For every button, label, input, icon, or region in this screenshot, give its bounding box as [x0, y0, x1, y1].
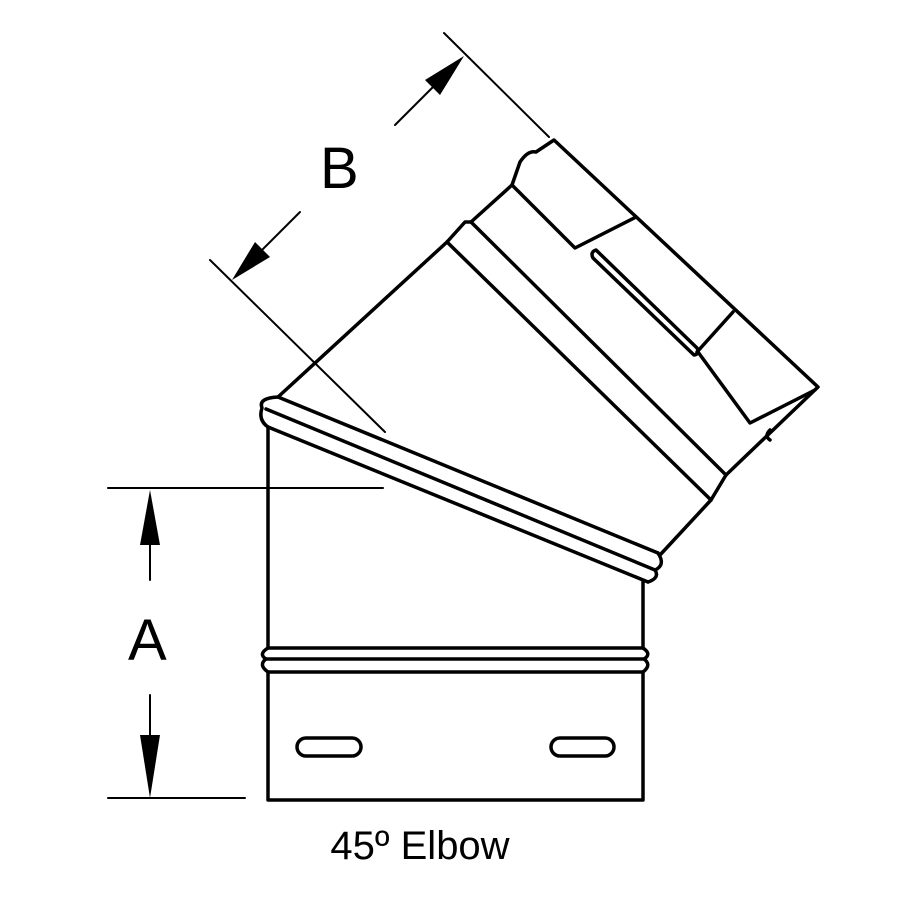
- lower-slot-right: [549, 736, 616, 758]
- upper-slot: [590, 248, 700, 357]
- angled-bead-joint: [259, 395, 664, 584]
- arrow-b-top: [425, 56, 464, 95]
- dimension-a: [107, 487, 384, 799]
- arrow-b-bottom: [232, 242, 270, 280]
- dimension-b-label: B: [320, 136, 359, 201]
- dimension-a-label: A: [128, 608, 167, 673]
- lower-slot-left: [295, 736, 363, 758]
- diagram-caption: 45º Elbow: [330, 824, 510, 868]
- upper-pipe-section: [276, 138, 820, 557]
- arrow-a-bottom: [140, 735, 160, 798]
- dimension-b: [209, 32, 550, 433]
- arrow-a-top: [140, 490, 160, 545]
- lower-pipe-section: [260, 425, 650, 802]
